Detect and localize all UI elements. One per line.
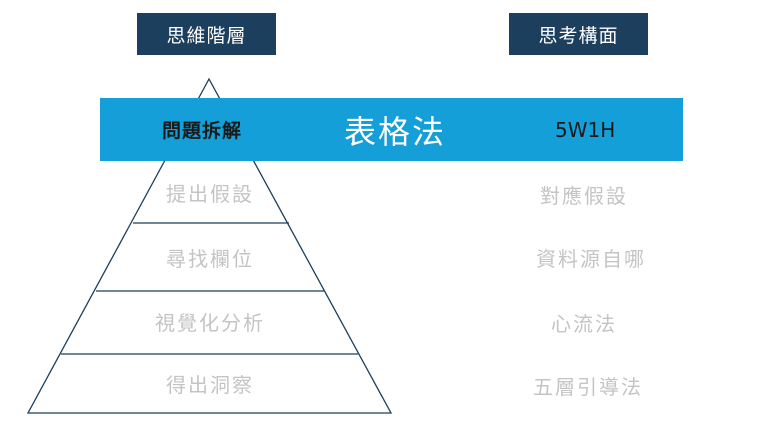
banner-level-label: 問題拆解: [162, 120, 243, 142]
level-3-left: 視覺化分析: [155, 311, 265, 335]
level-3-right: 心流法: [551, 312, 617, 336]
header-thinking-aspects: 思考構面: [509, 13, 648, 55]
header-thinking-levels: 思維階層: [137, 13, 276, 55]
highlight-banner: 問題拆解 表格法 5W1H: [100, 98, 683, 161]
banner-method-label: 表格法: [344, 112, 447, 151]
level-2-right: 資料源自哪: [536, 247, 646, 271]
level-1-left: 提出假設: [166, 182, 254, 206]
banner-aspect-label: 5W1H: [555, 117, 616, 142]
level-2-left: 尋找欄位: [166, 247, 254, 271]
level-4-left: 得出洞察: [166, 373, 254, 397]
level-1-right: 對應假設: [540, 184, 628, 208]
pyramid-outline: [26, 77, 393, 414]
level-4-right: 五層引導法: [533, 375, 643, 399]
